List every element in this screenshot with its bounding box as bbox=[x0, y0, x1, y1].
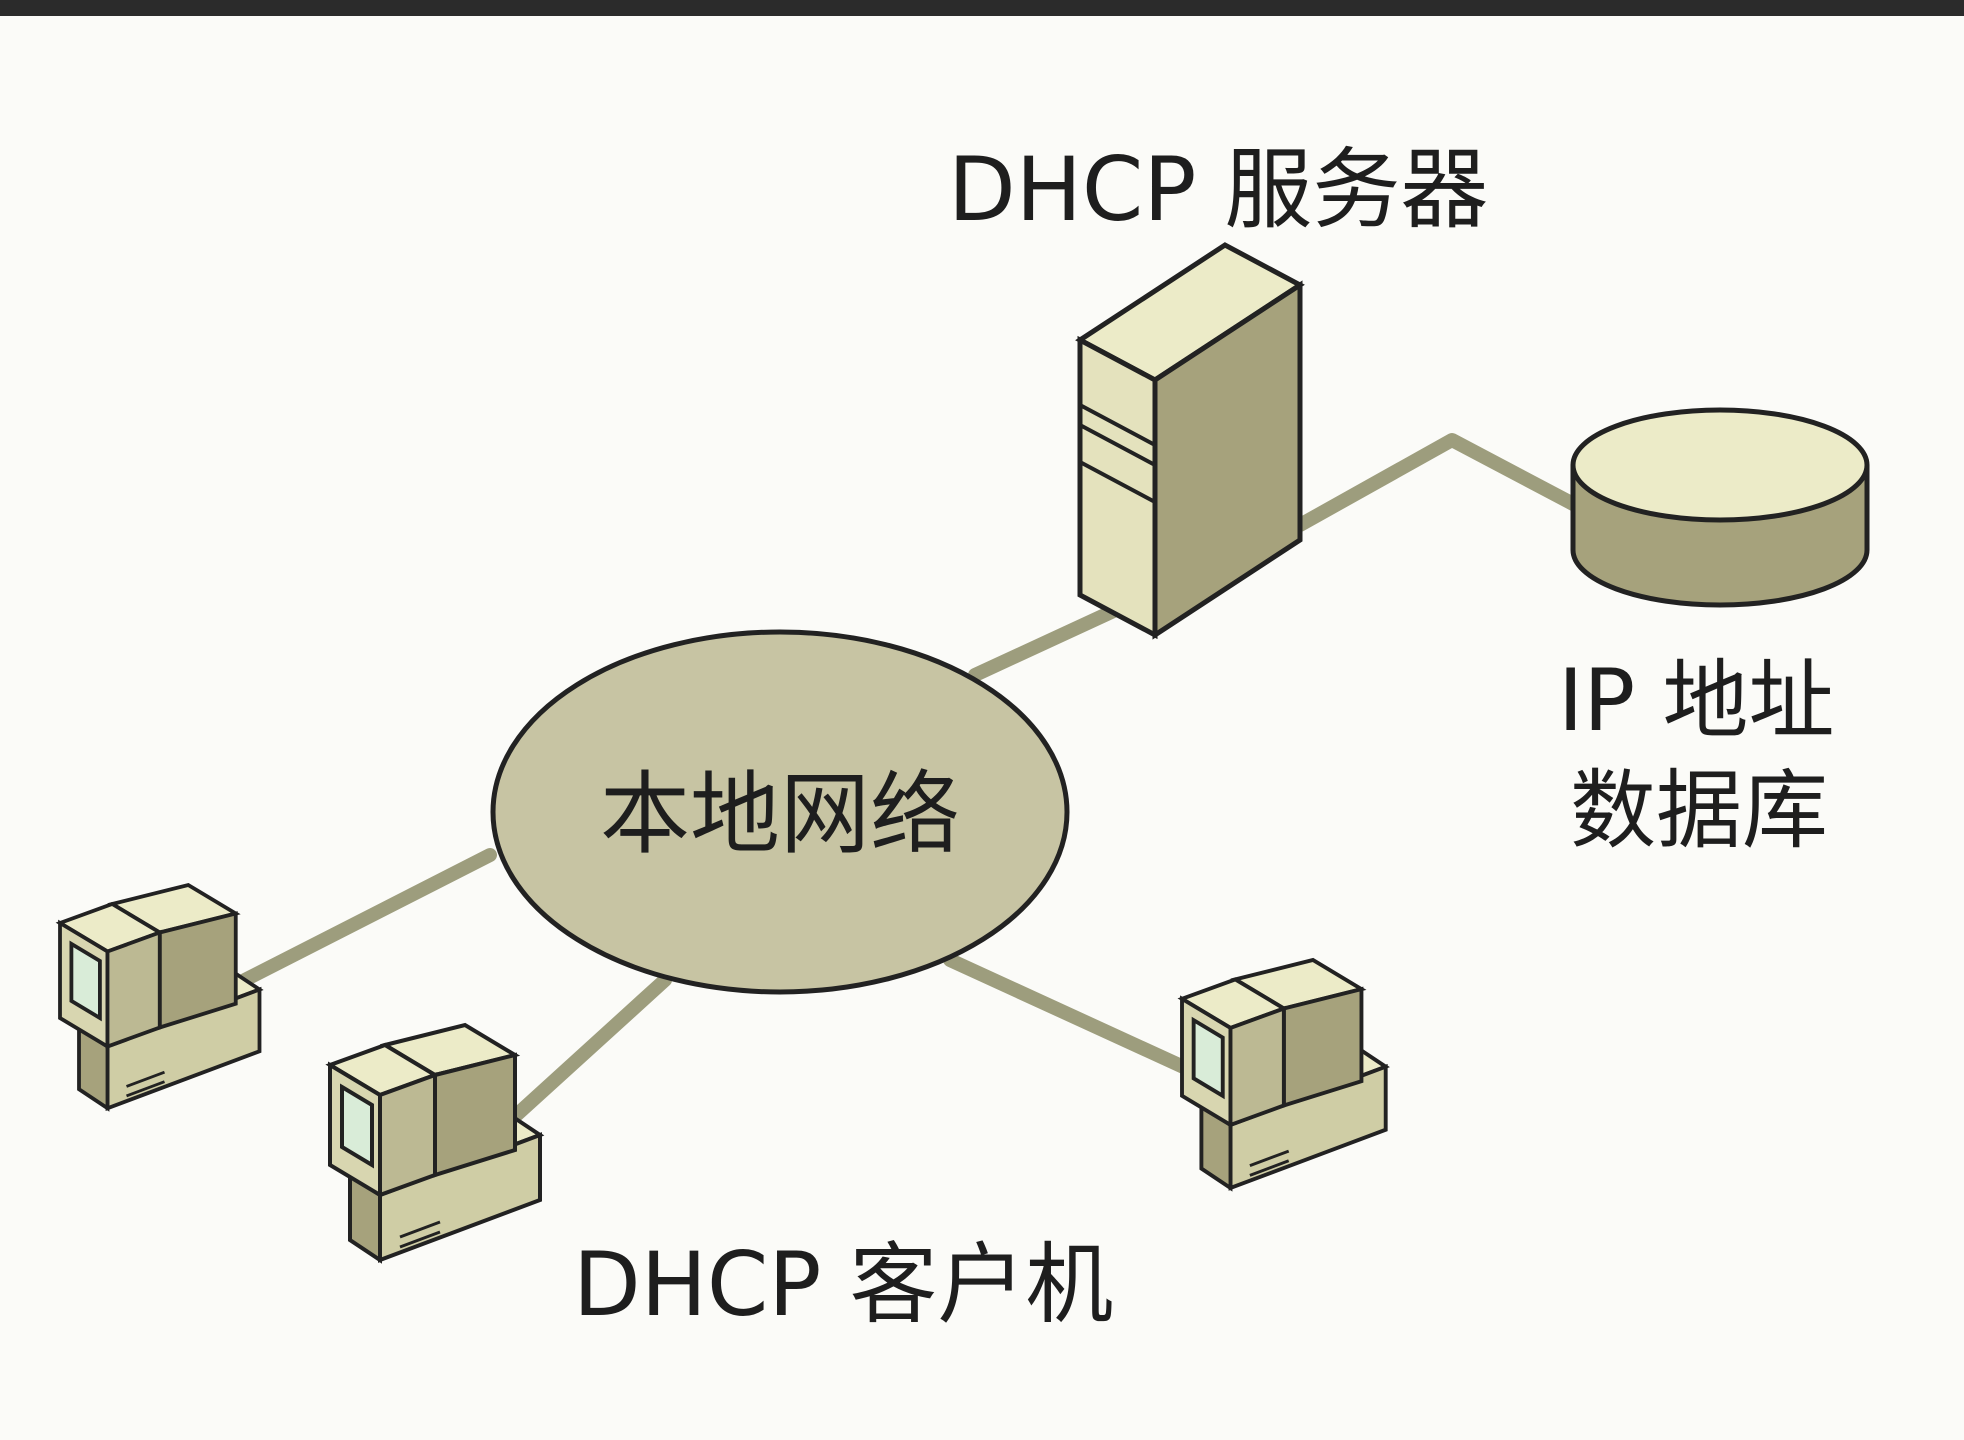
link-network-client-2 bbox=[493, 973, 672, 1137]
database-label-line1: IP 地址 bbox=[1558, 651, 1835, 751]
local-network-label: 本地网络 bbox=[600, 762, 960, 867]
client-computer-3 bbox=[1180, 958, 1388, 1190]
link-server-database bbox=[1293, 433, 1582, 532]
database-cylinder-icon bbox=[1570, 407, 1870, 608]
server-tower-icon bbox=[1075, 242, 1305, 640]
link-network-server bbox=[968, 601, 1127, 682]
server-label: DHCP 服务器 bbox=[948, 138, 1488, 241]
database-label-line2: 数据库 bbox=[1570, 761, 1828, 861]
client-computer-1 bbox=[58, 883, 262, 1111]
desktop-computer-icon bbox=[328, 1023, 542, 1262]
desktop-computer-icon bbox=[1180, 958, 1388, 1190]
desktop-computer-icon bbox=[58, 883, 262, 1111]
clients-label: DHCP 客户机 bbox=[573, 1233, 1113, 1336]
link-network-client-1 bbox=[228, 848, 497, 992]
local-network-node: 本地网络 bbox=[490, 629, 1070, 995]
network-links bbox=[228, 433, 1582, 1137]
link-network-client-3 bbox=[943, 953, 1197, 1077]
client-computer-2 bbox=[328, 1023, 542, 1262]
local-network-ellipse bbox=[490, 629, 1070, 995]
top-window-bar bbox=[0, 0, 1964, 16]
